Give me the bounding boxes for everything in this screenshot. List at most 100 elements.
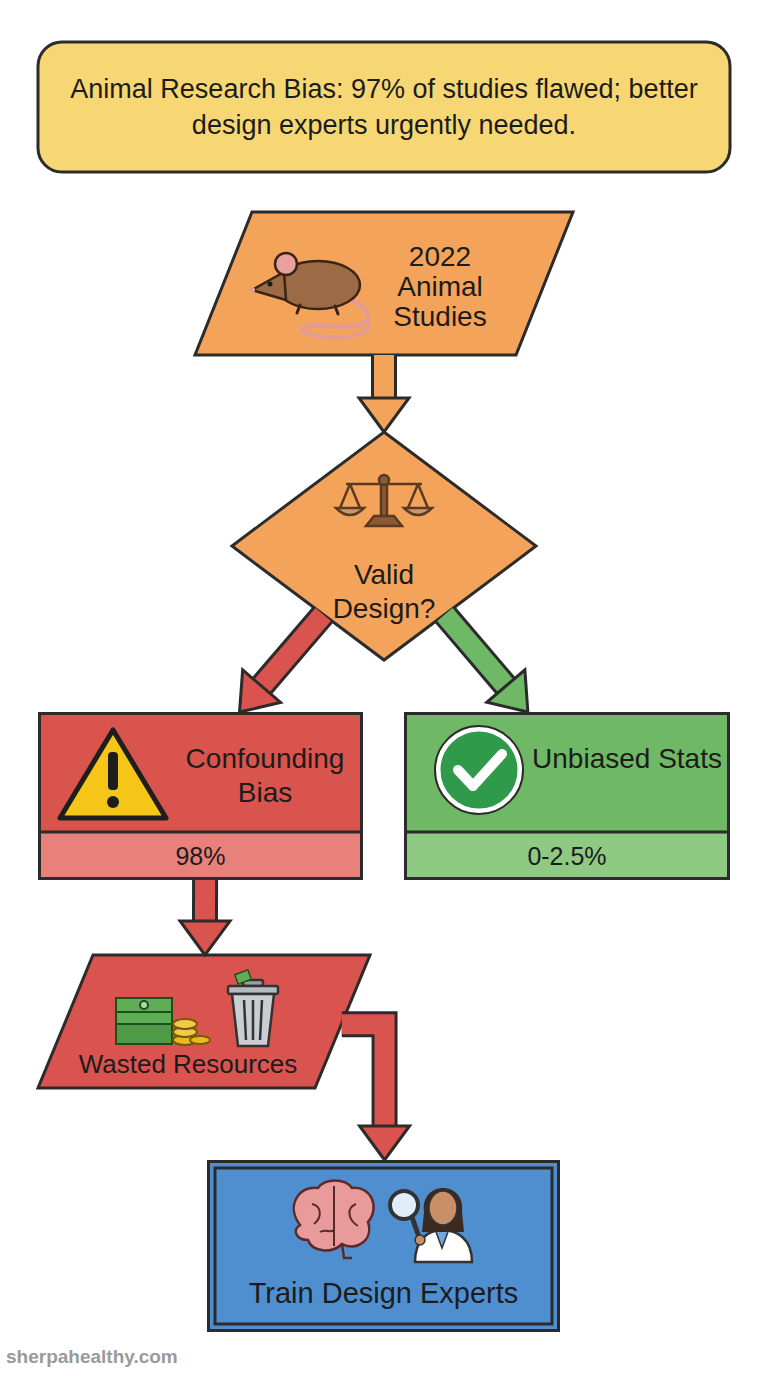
outcome-box: Confounding Bias 98% xyxy=(38,712,363,880)
scientist-icon-part xyxy=(415,1230,472,1262)
outcome-box-shape xyxy=(404,712,730,832)
flow-arrow xyxy=(240,614,324,712)
mouse-icon-part xyxy=(252,272,286,300)
scales-icon-part xyxy=(340,484,428,508)
brain-icon-part xyxy=(312,1186,358,1246)
warning-icon-part xyxy=(107,796,119,808)
scales-icon-part xyxy=(336,508,364,515)
money-icon xyxy=(116,998,210,1045)
input-parallelogram: 2022 Animal Studies xyxy=(195,212,573,355)
money-icon-part xyxy=(140,1001,148,1009)
node-text: Valid Design? xyxy=(304,558,464,626)
flow-arrow xyxy=(445,614,528,712)
band-divider xyxy=(404,831,730,834)
arrow-shaft xyxy=(445,614,507,687)
warning-icon-part xyxy=(108,752,118,790)
arrow-heads xyxy=(359,398,409,432)
arrow-shaft-outline xyxy=(260,614,323,687)
arrow-head xyxy=(487,670,528,712)
check-icon-part xyxy=(458,754,502,786)
trash-icon-part xyxy=(232,994,274,1046)
node-text: Train Design Experts xyxy=(207,1276,560,1310)
scientist-icon-part xyxy=(390,1191,418,1219)
arrow-heads xyxy=(180,921,230,955)
trash-icon-part xyxy=(243,980,263,986)
arrow-shaft xyxy=(260,614,323,687)
scientist-icon-part xyxy=(415,1235,425,1245)
warning-icon xyxy=(60,730,166,818)
node-text: Unbiased Stats xyxy=(532,742,722,776)
input-parallelogram-shape xyxy=(195,212,573,355)
money-icon-part xyxy=(173,1019,197,1029)
money-icon-part xyxy=(116,1022,172,1044)
scientist-icon xyxy=(390,1188,472,1262)
scales-icon-part xyxy=(366,516,402,526)
node-text: 2022 Animal Studies xyxy=(367,242,513,332)
title-box xyxy=(38,42,730,172)
scales-icon-part xyxy=(379,475,389,485)
arrow-shaft xyxy=(374,355,394,400)
mouse-icon-part xyxy=(268,282,273,287)
money-icon-part xyxy=(190,1036,210,1044)
arrow-head xyxy=(359,398,409,432)
check-icon-part xyxy=(435,726,523,814)
check-icon-part xyxy=(438,729,520,811)
action-box: Train Design Experts xyxy=(207,1160,560,1332)
scientist-icon-part xyxy=(422,1188,464,1232)
mouse-icon-part xyxy=(301,300,368,337)
arrow-head xyxy=(240,670,281,712)
check-icon xyxy=(435,726,523,814)
scales-icon-part xyxy=(346,483,422,486)
scientist-icon-part xyxy=(429,1191,457,1225)
scales-icon-part xyxy=(404,508,432,515)
arrow-shaft-outline xyxy=(371,355,397,400)
arrow-heads xyxy=(487,670,528,712)
node-text: Wasted Resources xyxy=(38,1049,338,1079)
outcome-box: Unbiased Stats 0-2.5% xyxy=(404,712,730,880)
brain-icon-part xyxy=(342,1244,352,1258)
value-band xyxy=(404,712,730,880)
money-icon-part xyxy=(116,998,172,1012)
trash-icon-part xyxy=(235,970,252,984)
scales-icon xyxy=(336,475,432,526)
warning-icon-part xyxy=(60,730,166,818)
trash-icon xyxy=(228,970,278,1046)
money-icon-part xyxy=(173,1027,197,1037)
flow-arrow xyxy=(342,1024,410,1160)
arrow-shaft xyxy=(342,1024,385,1128)
scientist-icon-part xyxy=(436,1232,448,1248)
result-parallelogram: Wasted Resources xyxy=(38,955,370,1088)
result-parallelogram-shape xyxy=(38,955,370,1088)
outcome-box-shape xyxy=(38,712,363,832)
value-text: 0-2.5% xyxy=(404,839,730,873)
arrow-head xyxy=(360,1126,410,1160)
scientist-icon-part xyxy=(412,1217,420,1240)
flow-arrow xyxy=(180,880,230,955)
scales-icon-part xyxy=(381,478,387,518)
arrow-shaft-outline xyxy=(445,614,507,687)
band-divider xyxy=(38,831,363,834)
title-text: Animal Research Bias: 97% of studies fla… xyxy=(52,42,716,172)
trash-icon-part xyxy=(228,986,278,994)
decision-diamond-shape xyxy=(232,432,536,660)
decision-diamond-outline xyxy=(232,432,536,660)
watermark: sherpahealthy.com xyxy=(6,1344,266,1370)
input-parallelogram-outline xyxy=(195,212,573,355)
value-text: 98% xyxy=(38,839,363,873)
arrow-heads xyxy=(360,1126,410,1160)
arrow-shaft-outline xyxy=(192,880,218,923)
mouse-icon-part xyxy=(275,253,297,275)
node-text: Confounding Bias xyxy=(168,742,362,810)
mouse-icon-part xyxy=(249,287,255,293)
money-icon-part xyxy=(116,1010,172,1024)
arrow-head xyxy=(180,921,230,955)
decision-diamond: Valid Design? xyxy=(232,432,536,660)
value-band xyxy=(38,712,363,880)
brain-icon xyxy=(294,1181,374,1259)
trash-icon-part xyxy=(244,1000,262,1040)
mouse-icon-part xyxy=(297,305,338,314)
mouse-icon xyxy=(249,253,368,337)
